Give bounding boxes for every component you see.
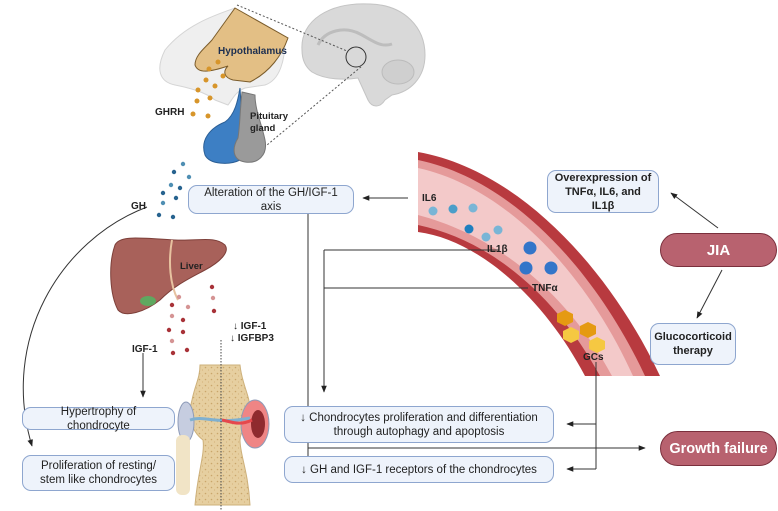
label-il1b: IL1β [487, 244, 508, 255]
gh-dots [156, 161, 192, 220]
label-igfbp3-decrease: ↓ IGFBP3 [230, 333, 274, 344]
label-igf1-decrease: ↓ IGF-1 [233, 321, 267, 332]
label-liver: Liver [180, 261, 203, 272]
cytokine-particles [428, 203, 558, 275]
zoom-guide-line [254, 65, 363, 156]
box-glucocorticoid-therapy: Glucocorticoid therapy [650, 323, 736, 365]
ghrh-dots [190, 59, 226, 119]
glucocorticoid-molecules [557, 310, 605, 353]
box-cytokine-overexpression: Overexpression of TNFα, IL6, and IL1β [547, 170, 659, 213]
knee-joint-illustration [176, 364, 270, 506]
label-gcs: GCs [583, 352, 604, 363]
pill-growth-failure: Growth failure [660, 431, 777, 466]
label-hypothalamus: Hypothalamus [218, 46, 287, 57]
label-igf1: IGF-1 [132, 344, 158, 355]
label-il6: IL6 [422, 193, 437, 204]
brain-illustration [301, 3, 426, 107]
box-chondrocytes-proliferation-decrease: ↓ Chondrocytes proliferation and differe… [284, 406, 554, 443]
label-tnfa: TNFα [532, 283, 558, 294]
box-gh-receptors-decrease: ↓ GH and IGF-1 receptors of the chondroc… [284, 456, 554, 483]
pill-jia: JIA [660, 233, 777, 267]
liver-illustration [110, 237, 227, 315]
hypothalamus-pituitary-illustration [159, 7, 289, 164]
label-ghrh: GHRH [155, 107, 185, 118]
igf-dots [166, 284, 217, 356]
label-gh: GH [131, 201, 146, 212]
box-proliferation-resting-chondrocytes: Proliferation of resting/ stem like chon… [22, 455, 175, 491]
box-gh-igf1-axis-alteration: Alteration of the GH/IGF-1 axis [188, 185, 354, 214]
label-pituitary-gland: Pituitary gland [250, 111, 289, 134]
box-hypertrophy-chondrocyte: Hypertrophy of chondrocyte [22, 406, 175, 432]
